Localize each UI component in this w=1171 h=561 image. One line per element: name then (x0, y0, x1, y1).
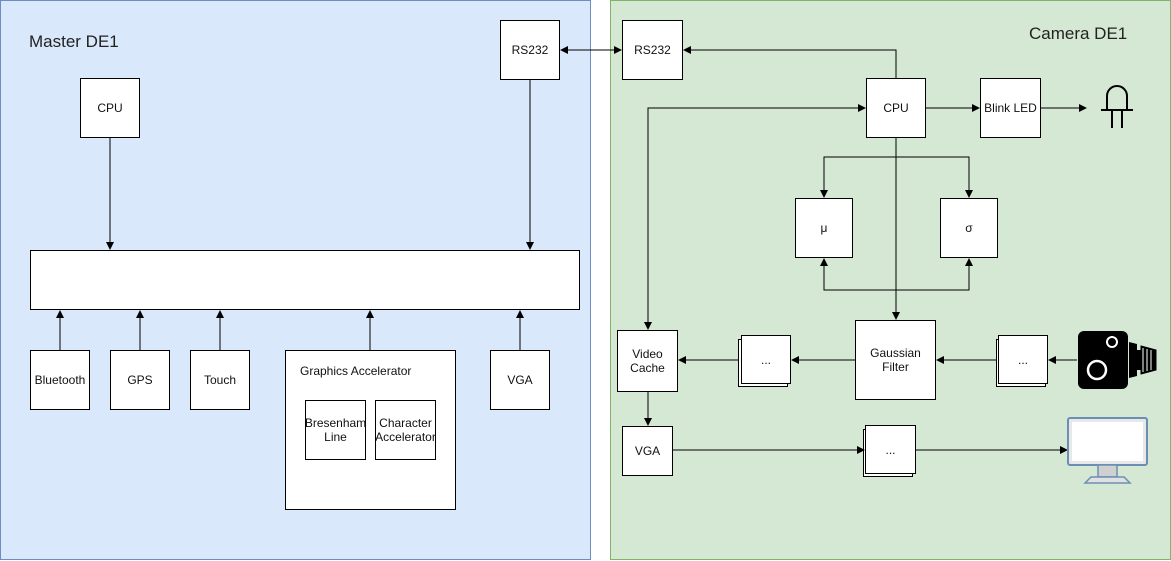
camera-cpu-to-rs232-arrow (683, 46, 897, 78)
camera-vga-box: VGA (622, 426, 673, 476)
monitor-icon (1067, 417, 1148, 484)
buffer-1-box: ... (741, 335, 791, 384)
master-rs232-box: RS232 (500, 20, 560, 80)
camera-de1-title: Camera DE1 (1029, 24, 1128, 43)
system-bus-box (30, 250, 580, 310)
master-vga-box: VGA (490, 350, 550, 410)
bresenham-line-box: Bresenham Line (305, 400, 366, 460)
blink-led-box: Blink LED (980, 78, 1041, 138)
character-accelerator-box: Character Accelerator (375, 400, 436, 460)
camera-cpu-box: CPU (866, 78, 926, 138)
buffer-2-box: ... (998, 335, 1048, 384)
bluetooth-box: Bluetooth (30, 350, 90, 410)
master-de1-title: Master DE1 (29, 32, 119, 51)
camera-icon (1078, 331, 1157, 389)
led-icon (1101, 85, 1133, 128)
camera-rs232-box: RS232 (622, 20, 683, 80)
cpu-video-cache-arrow (644, 104, 866, 330)
graphics-accelerator-label: Graphics Accelerator (300, 364, 412, 378)
buffer-3-box: ... (865, 425, 916, 474)
cpu-to-sigma-arrow (896, 156, 973, 198)
touch-box: Touch (190, 350, 250, 410)
master-cpu-box: CPU (80, 78, 140, 138)
cpu-to-mu-arrow (820, 156, 896, 198)
video-cache-box: Video Cache (617, 330, 678, 392)
gps-box: GPS (110, 350, 170, 410)
gaussian-to-mu-arrow (820, 258, 896, 291)
gaussian-to-sigma-arrow (896, 258, 973, 291)
sigma-box: σ (940, 198, 998, 258)
gaussian-filter-box: Gaussian Filter (855, 320, 936, 400)
